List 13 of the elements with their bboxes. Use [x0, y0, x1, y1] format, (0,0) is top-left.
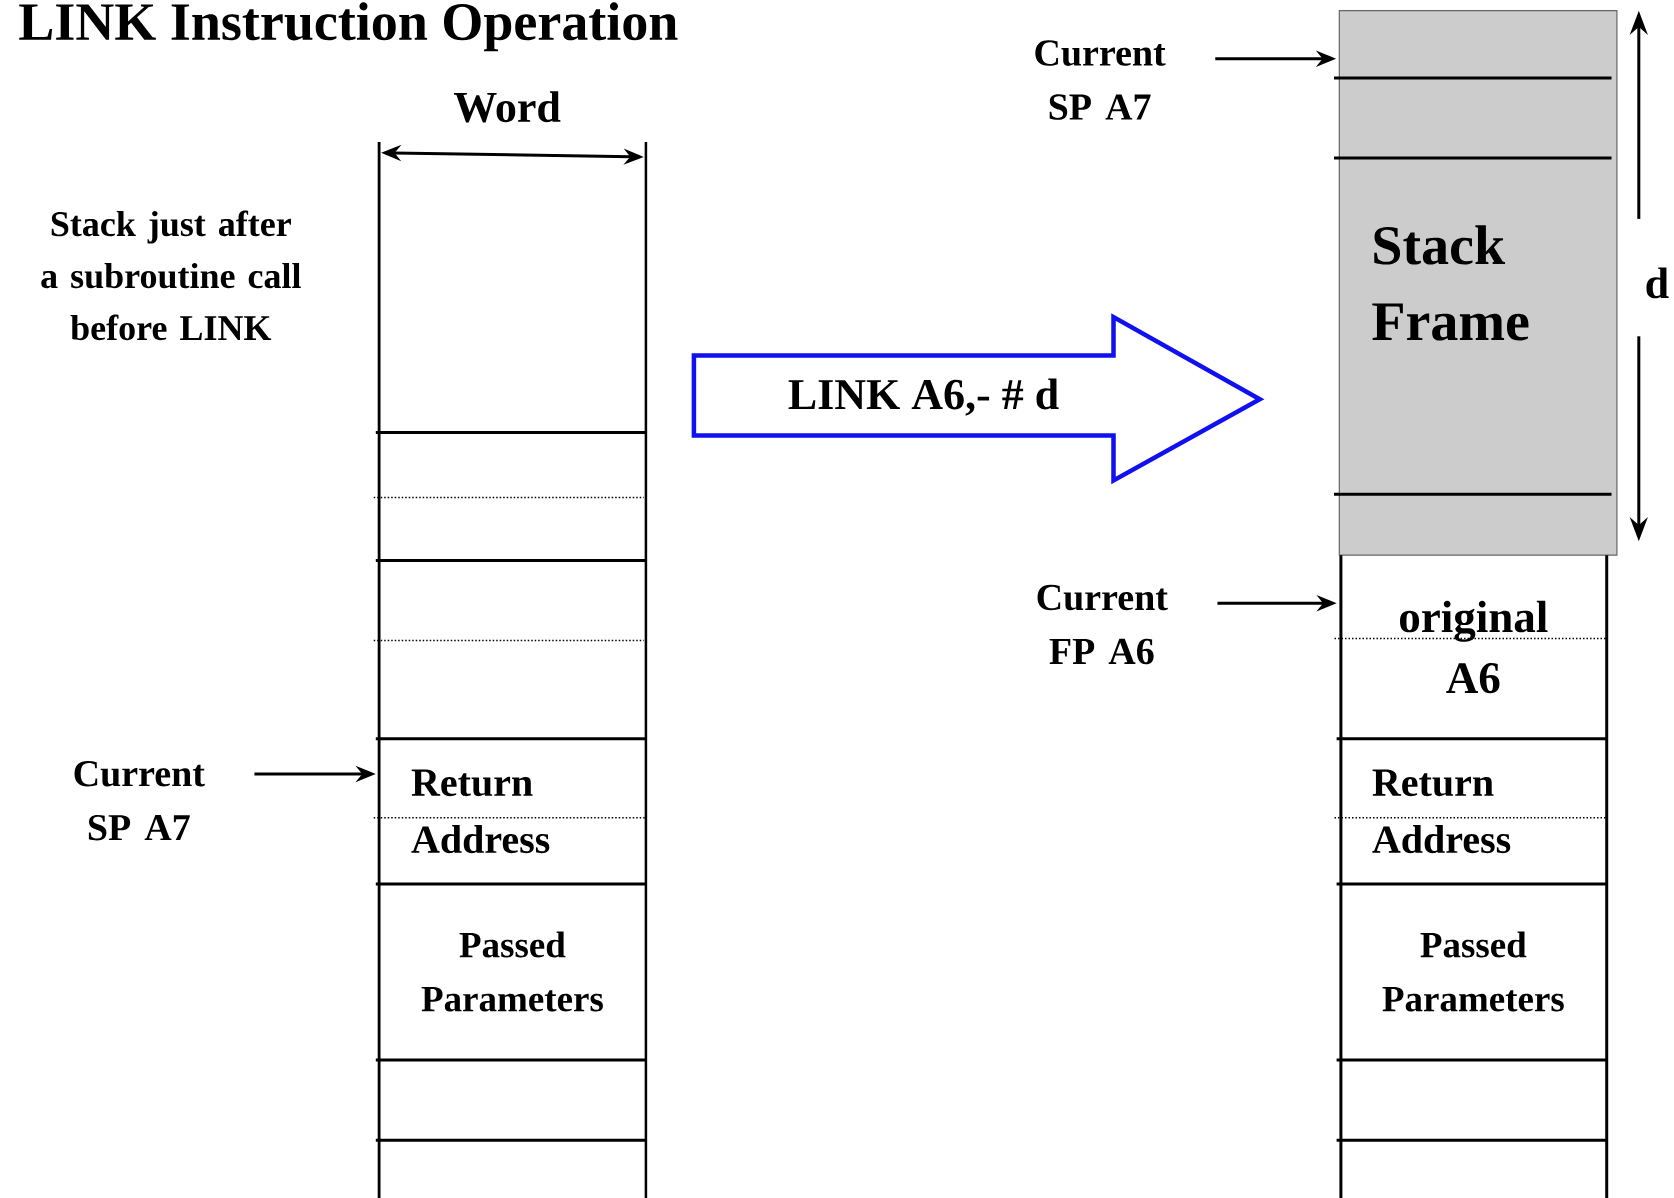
pointer-label: Current FP A6 — [1037, 584, 1168, 665]
pointer-label: Current SP A7 — [74, 760, 205, 841]
stack-cell: Passed Parameters — [421, 931, 603, 1012]
label: Stack just after a subroutine call before LINK — [41, 210, 301, 341]
stack-frame-box: Stack Frame d — [1334, 10, 1669, 556]
stack-cell: Return Address — [1333, 769, 1608, 854]
stack-cell: original A6 — [1333, 600, 1608, 694]
stack-cell: Passed Parameters — [1382, 931, 1564, 1012]
node-label: d — [1646, 267, 1669, 299]
pointer-label: Current SP A7 — [1035, 40, 1166, 120]
stack-cell: Return Address — [372, 769, 647, 854]
title: LINK Instruction Operation — [19, 2, 678, 52]
label: Word — [453, 91, 561, 123]
